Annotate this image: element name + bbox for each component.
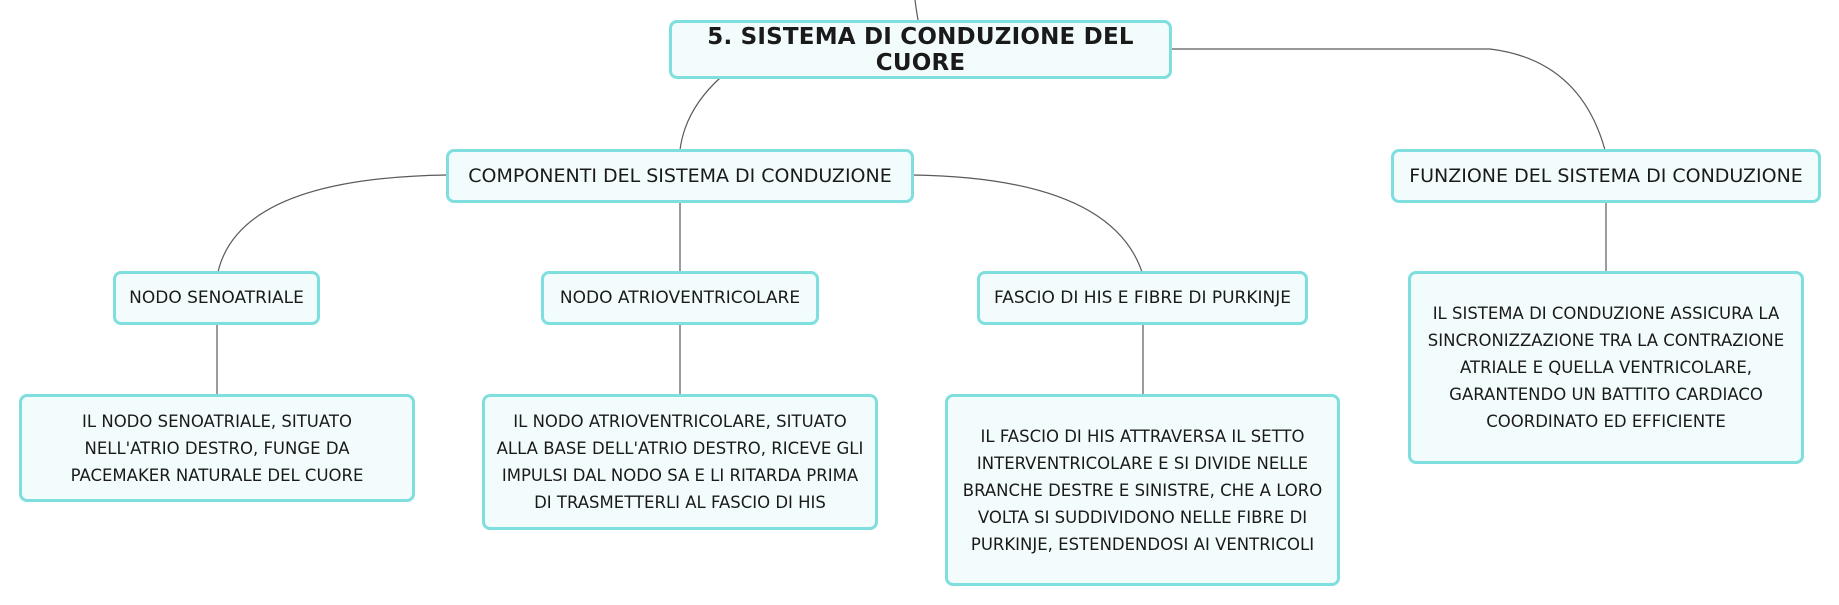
detail-nodo-atrioventricolare[interactable]: IL NODO ATRIOVENTRICOLARE, SITUATO ALLA … <box>482 394 878 530</box>
root-topic-label: 5. SISTEMA DI CONDUZIONE DEL CUORE <box>707 23 1134 76</box>
detail-funzione-text: IL SISTEMA DI CONDUZIONE ASSICURA LA SIN… <box>1427 304 1785 431</box>
connector-components-to-fascio <box>912 174 1143 273</box>
connector-parent-to-root <box>914 0 919 21</box>
detail-nodo-senoatriale-text: IL NODO SENOATRIALE, SITUATO NELL'ATRIO … <box>70 411 364 485</box>
detail-fascio-di-his[interactable]: IL FASCIO DI HIS ATTRAVERSA IL SETTO INT… <box>945 394 1340 586</box>
detail-nodo-atrioventricolare-text: IL NODO ATRIOVENTRICOLARE, SITUATO ALLA … <box>496 412 864 512</box>
subtopic-nodo-senoatriale[interactable]: NODO SENOATRIALE <box>113 271 320 325</box>
connector-root-to-components <box>679 77 721 151</box>
topic-components[interactable]: COMPONENTI DEL SISTEMA DI CONDUZIONE <box>446 149 914 203</box>
subtopic-nodo-atrioventricolare-label: NODO ATRIOVENTRICOLARE <box>559 288 801 308</box>
detail-nodo-senoatriale[interactable]: IL NODO SENOATRIALE, SITUATO NELL'ATRIO … <box>19 394 415 502</box>
subtopic-nodo-atrioventricolare[interactable]: NODO ATRIOVENTRICOLARE <box>541 271 819 325</box>
subtopic-nodo-senoatriale-label: NODO SENOATRIALE <box>129 288 304 308</box>
connector-components-to-nodo-sa <box>217 174 448 273</box>
subtopic-fascio-di-his-label: FASCIO DI HIS E FIBRE DI PURKINJE <box>993 288 1291 308</box>
topic-components-label: COMPONENTI DEL SISTEMA DI CONDUZIONE <box>468 165 892 187</box>
subtopic-fascio-di-his[interactable]: FASCIO DI HIS E FIBRE DI PURKINJE <box>977 271 1308 325</box>
connector-root-to-function <box>1170 48 1606 151</box>
topic-function[interactable]: FUNZIONE DEL SISTEMA DI CONDUZIONE <box>1391 149 1821 203</box>
topic-function-label: FUNZIONE DEL SISTEMA DI CONDUZIONE <box>1409 165 1803 187</box>
root-topic[interactable]: 5. SISTEMA DI CONDUZIONE DEL CUORE <box>669 20 1172 79</box>
detail-fascio-di-his-text: IL FASCIO DI HIS ATTRAVERSA IL SETTO INT… <box>962 426 1323 554</box>
detail-funzione[interactable]: IL SISTEMA DI CONDUZIONE ASSICURA LA SIN… <box>1408 271 1804 464</box>
